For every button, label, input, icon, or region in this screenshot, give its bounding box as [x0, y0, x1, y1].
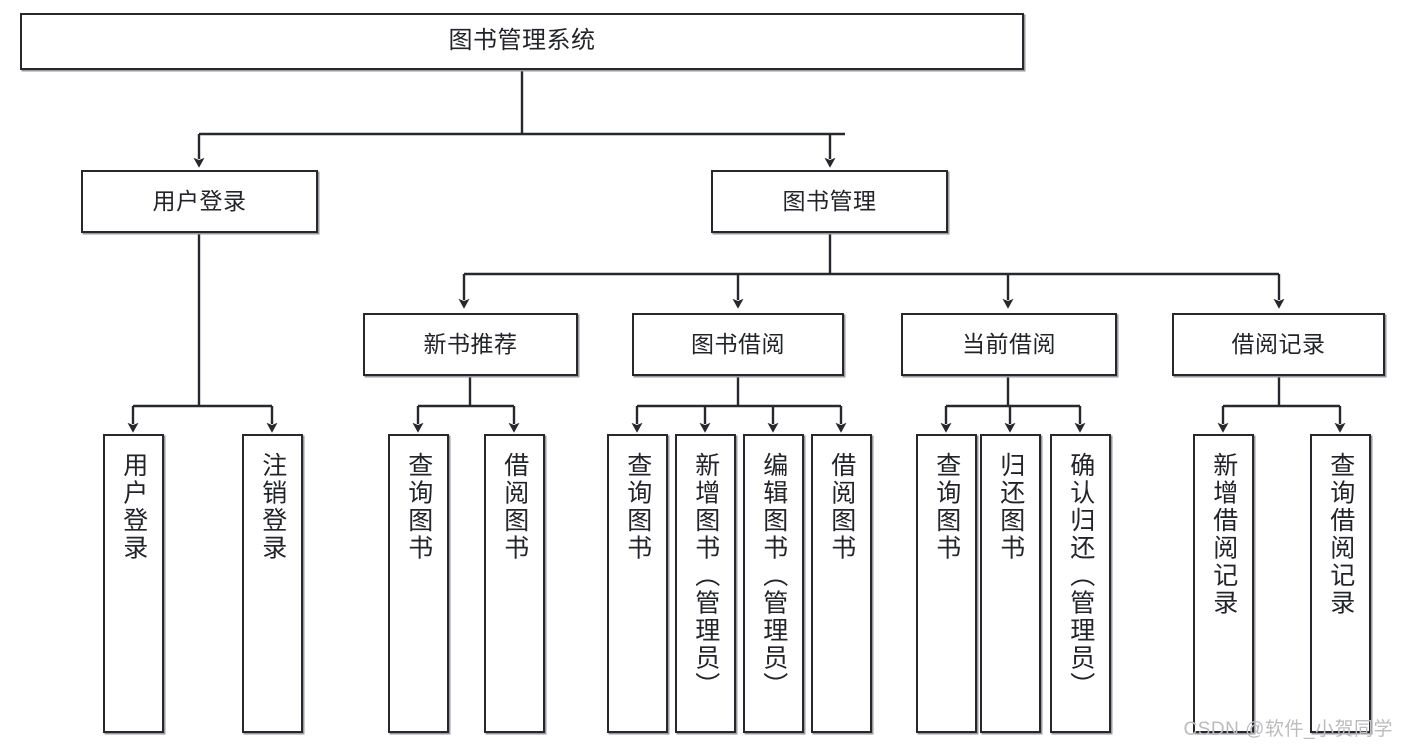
leaf-new-book-query[interactable]: 查询图书 — [388, 434, 449, 733]
leaf-book-borrow-borrow-label: 借阅图书 — [827, 452, 856, 562]
node-borrow-record[interactable]: 借阅记录 — [1172, 313, 1385, 376]
leaf-current-borrow-return[interactable]: 归还图书 — [980, 434, 1041, 733]
leaf-book-borrow-edit[interactable]: 编辑图书（管理员） — [743, 434, 804, 733]
leaf-book-borrow-query-label: 查询图书 — [623, 452, 652, 562]
leaf-borrow-record-query[interactable]: 查询借阅记录 — [1310, 434, 1371, 733]
node-book-borrow[interactable]: 图书借阅 — [632, 313, 844, 376]
leaf-user-login-signout[interactable]: 注销登录 — [242, 434, 303, 733]
leaf-new-book-query-label: 查询图书 — [404, 452, 433, 562]
node-current-borrow-label: 当前借阅 — [962, 330, 1056, 357]
node-borrow-record-label: 借阅记录 — [1231, 330, 1326, 357]
node-book-borrow-label: 图书借阅 — [691, 330, 785, 357]
node-user-login-label: 用户登录 — [152, 187, 247, 214]
leaf-borrow-record-add-label: 新增借阅记录 — [1209, 452, 1238, 617]
leaf-book-borrow-borrow[interactable]: 借阅图书 — [811, 434, 872, 733]
node-new-book-recommend-label: 新书推荐 — [423, 330, 518, 357]
node-root[interactable]: 图书管理系统 — [20, 13, 1024, 70]
leaf-current-borrow-confirm[interactable]: 确认归还（管理员） — [1050, 434, 1111, 733]
node-user-login[interactable]: 用户登录 — [81, 170, 318, 233]
leaf-borrow-record-add[interactable]: 新增借阅记录 — [1193, 434, 1254, 733]
leaf-current-borrow-query[interactable]: 查询图书 — [916, 434, 977, 733]
node-book-management[interactable]: 图书管理 — [711, 170, 948, 233]
leaf-current-borrow-return-label: 归还图书 — [996, 452, 1025, 562]
node-book-management-label: 图书管理 — [782, 187, 877, 214]
node-new-book-recommend[interactable]: 新书推荐 — [363, 313, 578, 376]
leaf-book-borrow-add[interactable]: 新增图书（管理员） — [675, 434, 736, 733]
leaf-new-book-borrow[interactable]: 借阅图书 — [484, 434, 545, 733]
node-current-borrow[interactable]: 当前借阅 — [901, 313, 1117, 376]
leaf-user-login-signin-label: 用户登录 — [119, 452, 148, 562]
leaf-user-login-signout-label: 注销登录 — [258, 452, 287, 562]
node-root-label: 图书管理系统 — [448, 27, 596, 55]
leaf-book-borrow-add-label: 新增图书（管理员） — [691, 452, 720, 700]
leaf-borrow-record-query-label: 查询借阅记录 — [1326, 452, 1355, 617]
leaf-current-borrow-query-label: 查询图书 — [932, 452, 961, 562]
leaf-current-borrow-confirm-label: 确认归还（管理员） — [1066, 452, 1095, 700]
leaf-book-borrow-edit-label: 编辑图书（管理员） — [759, 452, 788, 700]
leaf-new-book-borrow-label: 借阅图书 — [500, 452, 529, 562]
leaf-book-borrow-query[interactable]: 查询图书 — [607, 434, 668, 733]
csdn-watermark: CSDN @软件_小贺同学 — [1183, 719, 1393, 740]
leaf-user-login-signin[interactable]: 用户登录 — [103, 434, 164, 733]
